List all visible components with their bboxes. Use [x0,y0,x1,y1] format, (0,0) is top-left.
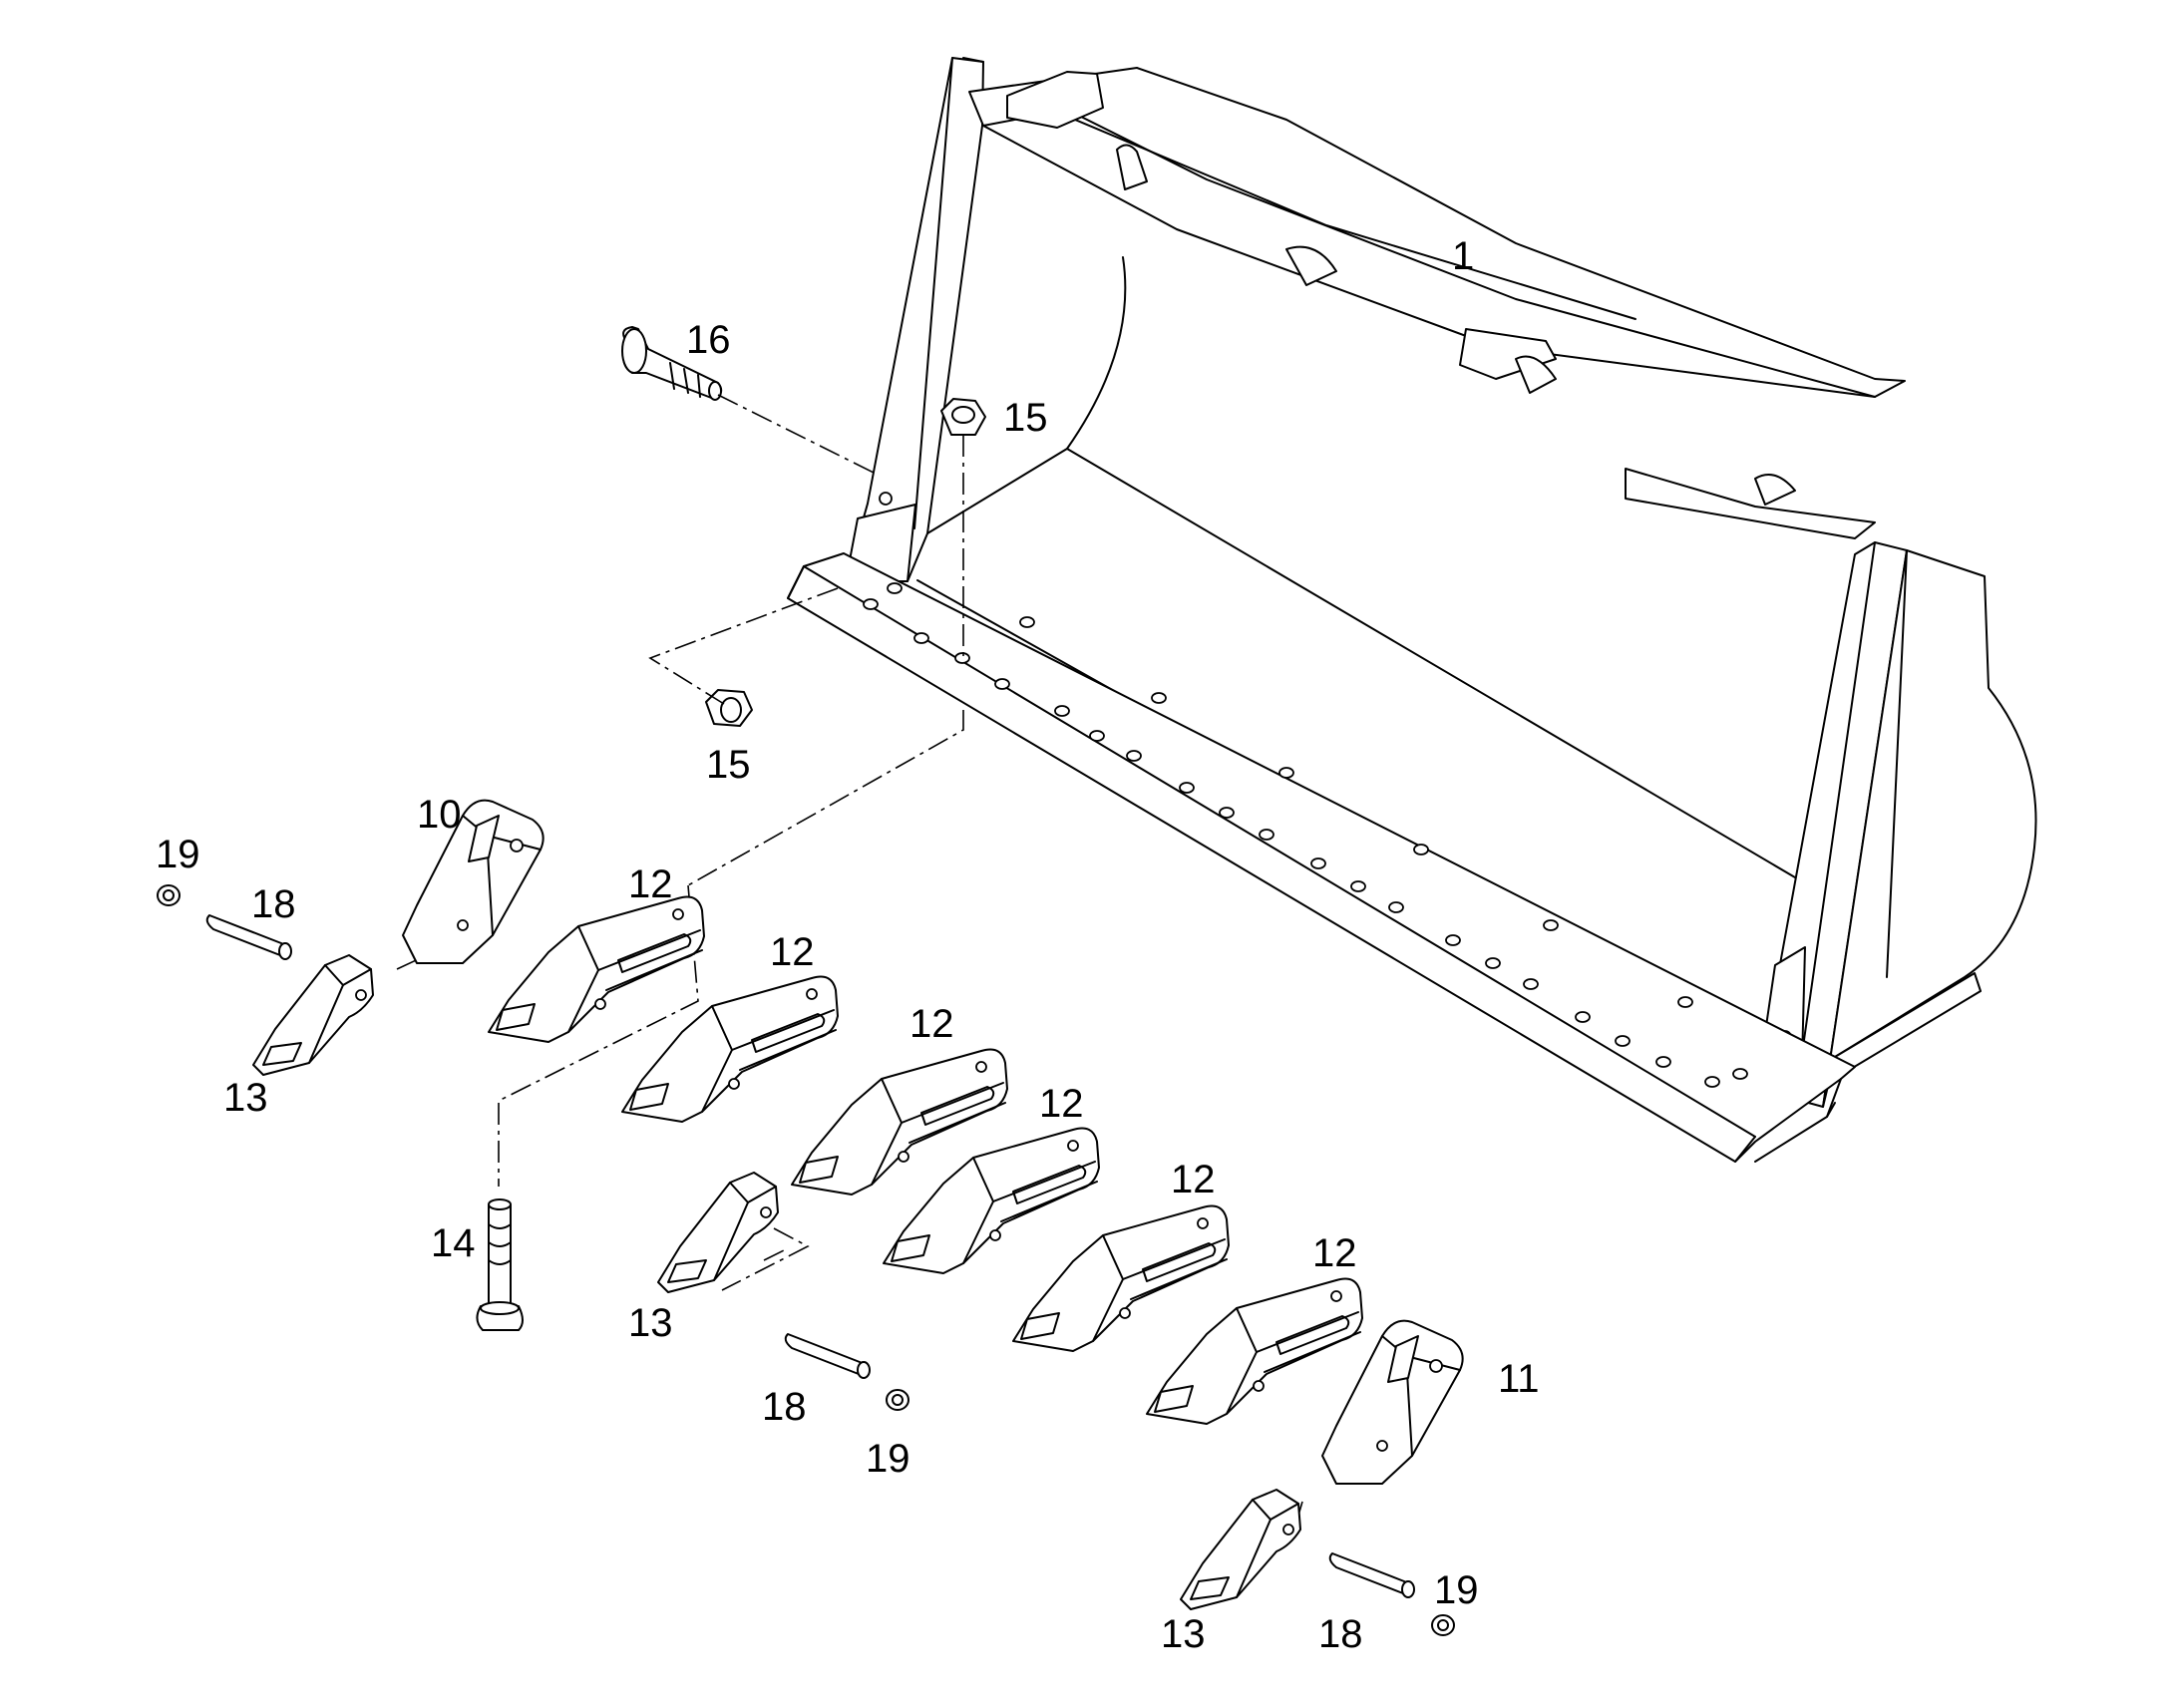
tooth-tip-13 [252,954,374,1076]
callout-10: 10 [417,793,462,837]
callout-19: 19 [866,1437,910,1481]
callout-18: 18 [762,1385,807,1429]
bolt-16 [621,326,723,401]
callout-18: 18 [1318,1612,1363,1656]
callout-18: 18 [251,882,296,926]
callout-1: 1 [1452,234,1474,278]
loader-bucket [787,57,2037,1163]
callout-19: 19 [1434,1568,1479,1612]
callout-19: 19 [156,833,200,876]
callout-13: 13 [223,1076,268,1120]
retainer-19 [157,884,181,906]
tooth-adapter-12 [1012,1204,1230,1352]
pin-18 [784,1333,871,1379]
tooth-adapter-12 [621,975,839,1123]
bucket-top-rail [968,67,1906,398]
cutting-edge-bolt-holes [863,582,1748,1088]
callout-12: 12 [1312,1231,1357,1275]
callout-12: 12 [628,862,673,906]
callout-13: 13 [1161,1612,1206,1656]
tooth-tip-13 [657,1172,779,1293]
bolt-14 [476,1198,524,1331]
callout-16: 16 [686,318,731,362]
tooth-adapter-12 [1146,1277,1363,1425]
callout-12: 12 [909,1002,954,1046]
callout-labels: 1 16 15 15 10 19 18 13 12 12 12 12 12 12… [156,234,1540,1656]
corner-segment-11 [1321,1319,1464,1485]
callout-15: 15 [1003,396,1048,440]
nut-15-upper [940,398,986,436]
callout-12: 12 [1039,1082,1084,1126]
callout-14: 14 [431,1221,476,1265]
retainer-19 [886,1389,909,1411]
callout-12: 12 [1171,1158,1216,1201]
callout-13: 13 [628,1301,673,1345]
bucket-cutting-edge [787,552,1856,1163]
retainer-19 [1431,1614,1455,1636]
callout-15: 15 [706,743,751,787]
callout-11: 11 [1498,1357,1540,1401]
callout-12: 12 [770,930,815,974]
pin-18 [1328,1552,1415,1598]
tooth-adapter-12 [488,895,705,1043]
tooth-adapter-12 [883,1127,1100,1274]
nut-15-lower [705,689,753,727]
tooth-tip-13 [1180,1489,1301,1610]
